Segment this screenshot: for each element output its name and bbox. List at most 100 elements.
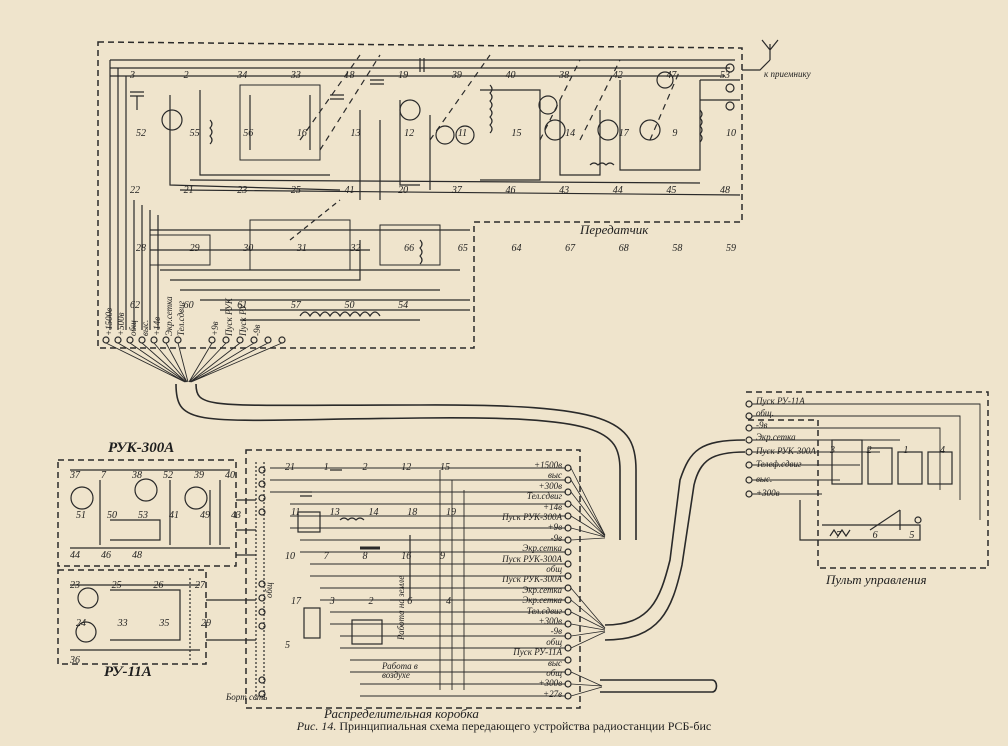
tx-terminal-label: выс. bbox=[140, 319, 150, 336]
component-number: 12 bbox=[401, 462, 412, 473]
ground-work-label: Работа на земле bbox=[396, 575, 406, 640]
panel-terminal-label: -9в bbox=[756, 420, 768, 430]
box-terminal-label: +300в bbox=[538, 616, 562, 626]
box-terminal-label: общ bbox=[546, 564, 562, 574]
component-number: 39 bbox=[194, 470, 204, 481]
component-number: 15 bbox=[440, 462, 450, 473]
component-number: 56 bbox=[243, 127, 254, 139]
box-terminal-label: -9в bbox=[550, 626, 562, 637]
box-terminal-label: Пуск РУК-300А bbox=[502, 553, 562, 564]
component-number: 32 bbox=[350, 242, 361, 254]
component-number: 57 bbox=[290, 300, 301, 311]
panel-terminal-label: Телеф.сдвиг bbox=[756, 459, 802, 469]
component-number: 7 bbox=[836, 530, 841, 541]
caption-text: Принципиальная схема передающего устройс… bbox=[339, 719, 712, 733]
component-number: 19 bbox=[446, 506, 456, 518]
component-number: 23 bbox=[237, 185, 248, 196]
component-number: 20 bbox=[398, 185, 409, 196]
box-terminal-column bbox=[564, 464, 572, 700]
component-number: 31 bbox=[296, 242, 307, 254]
component-number: 27 bbox=[195, 580, 205, 591]
box-terminal-label: +27в bbox=[543, 688, 562, 699]
component-number: 66 bbox=[404, 242, 415, 254]
component-number: 9 bbox=[672, 127, 678, 139]
component-number: 42 bbox=[612, 70, 623, 81]
component-number: 33 bbox=[117, 617, 128, 629]
box-terminal-label: Экр.сетка bbox=[522, 595, 562, 606]
component-number: 53 bbox=[720, 70, 730, 81]
panel-terminal-label: Пуск РУК-300А bbox=[756, 446, 816, 456]
transmitter-box bbox=[97, 41, 743, 349]
box-terminal-label: Пуск РУ-11А bbox=[513, 647, 562, 658]
component-number: 26 bbox=[153, 580, 164, 591]
component-number: 68 bbox=[618, 242, 629, 254]
component-number: 8 bbox=[362, 551, 368, 562]
component-number: 52 bbox=[136, 127, 146, 139]
component-number: 18 bbox=[407, 506, 418, 518]
distribution-box-title: Распределительная коробка bbox=[324, 706, 479, 721]
component-number: 6 bbox=[872, 530, 878, 541]
tx-terminal-label: Пуск РУК bbox=[224, 298, 234, 336]
box-terminal-label: выс bbox=[548, 657, 562, 668]
component-number: 21 bbox=[183, 185, 194, 196]
box-terminal-label: +300в bbox=[538, 480, 562, 491]
component-number: 28 bbox=[136, 242, 146, 254]
box-terminal-label: +14в bbox=[543, 501, 562, 512]
component-number: 2 bbox=[183, 70, 189, 81]
ru11a-box bbox=[57, 569, 207, 665]
receiver-label: к приемнику bbox=[764, 69, 811, 79]
component-number: 46 bbox=[101, 550, 111, 561]
panel-terminal-label: Экр.сетка bbox=[756, 432, 796, 442]
box-terminal-label: общ bbox=[546, 636, 562, 647]
component-number: 59 bbox=[726, 242, 736, 254]
component-number: 40 bbox=[505, 70, 516, 81]
component-number: 13 bbox=[329, 506, 340, 518]
component-number: 25 bbox=[290, 185, 301, 196]
ru11a-title: РУ-11А bbox=[104, 664, 152, 680]
component-number: 46 bbox=[505, 185, 516, 196]
component-number: 37 bbox=[451, 185, 462, 196]
component-number: 21 bbox=[285, 462, 295, 473]
panel-terminal-label: Пуск РУ-11А bbox=[756, 396, 805, 406]
tx-terminal-label: +500в bbox=[116, 312, 126, 336]
component-number: 33 bbox=[290, 70, 301, 81]
component-number: 23 bbox=[70, 580, 80, 591]
component-number: 52 bbox=[163, 470, 173, 481]
component-number: 22 bbox=[130, 185, 140, 196]
component-number: 3 bbox=[329, 595, 335, 607]
box-terminal-label: Пуск РУК-300А bbox=[502, 512, 562, 522]
component-number: 11 bbox=[291, 506, 301, 518]
panel-terminal-column bbox=[745, 400, 753, 498]
component-number: 16 bbox=[296, 127, 307, 139]
component-number: 17 bbox=[291, 595, 301, 607]
component-number: 2 bbox=[866, 445, 872, 456]
component-number: 7 bbox=[323, 551, 329, 562]
component-number: 2 bbox=[368, 595, 374, 607]
component-number: 58 bbox=[672, 242, 683, 254]
component-number: 45 bbox=[666, 185, 677, 196]
component-number: 24 bbox=[76, 617, 86, 629]
box-terminal-label: Тел.сдвиг bbox=[526, 491, 562, 502]
component-number: 18 bbox=[344, 70, 355, 81]
box-terminal-label: общ bbox=[546, 668, 562, 678]
control-panel-title: Пульт управления bbox=[826, 572, 927, 587]
tx-terminal-label: общ bbox=[128, 320, 138, 336]
component-number: 48 bbox=[720, 185, 730, 196]
tx-terminal-label: +1500в bbox=[104, 308, 114, 336]
component-number: 1 bbox=[323, 462, 329, 473]
control-panel-box bbox=[746, 391, 989, 569]
box-terminal-label: +9в bbox=[547, 522, 562, 533]
component-number: 17 bbox=[618, 127, 629, 139]
component-number: 55 bbox=[189, 127, 200, 139]
component-number: 12 bbox=[404, 127, 415, 139]
component-number: 37 bbox=[70, 470, 80, 481]
component-number: 16 bbox=[401, 551, 412, 562]
component-number: 61 bbox=[237, 300, 248, 311]
component-number: 7 bbox=[101, 470, 106, 481]
panel-terminal-label: общ. bbox=[756, 408, 774, 418]
component-number: 10 bbox=[285, 551, 295, 562]
tx-terminal-label: +9в bbox=[210, 321, 220, 336]
tx-terminal-label: -9в bbox=[252, 324, 262, 336]
obsch-label: общ bbox=[264, 582, 274, 598]
component-number: 62 bbox=[130, 300, 140, 311]
